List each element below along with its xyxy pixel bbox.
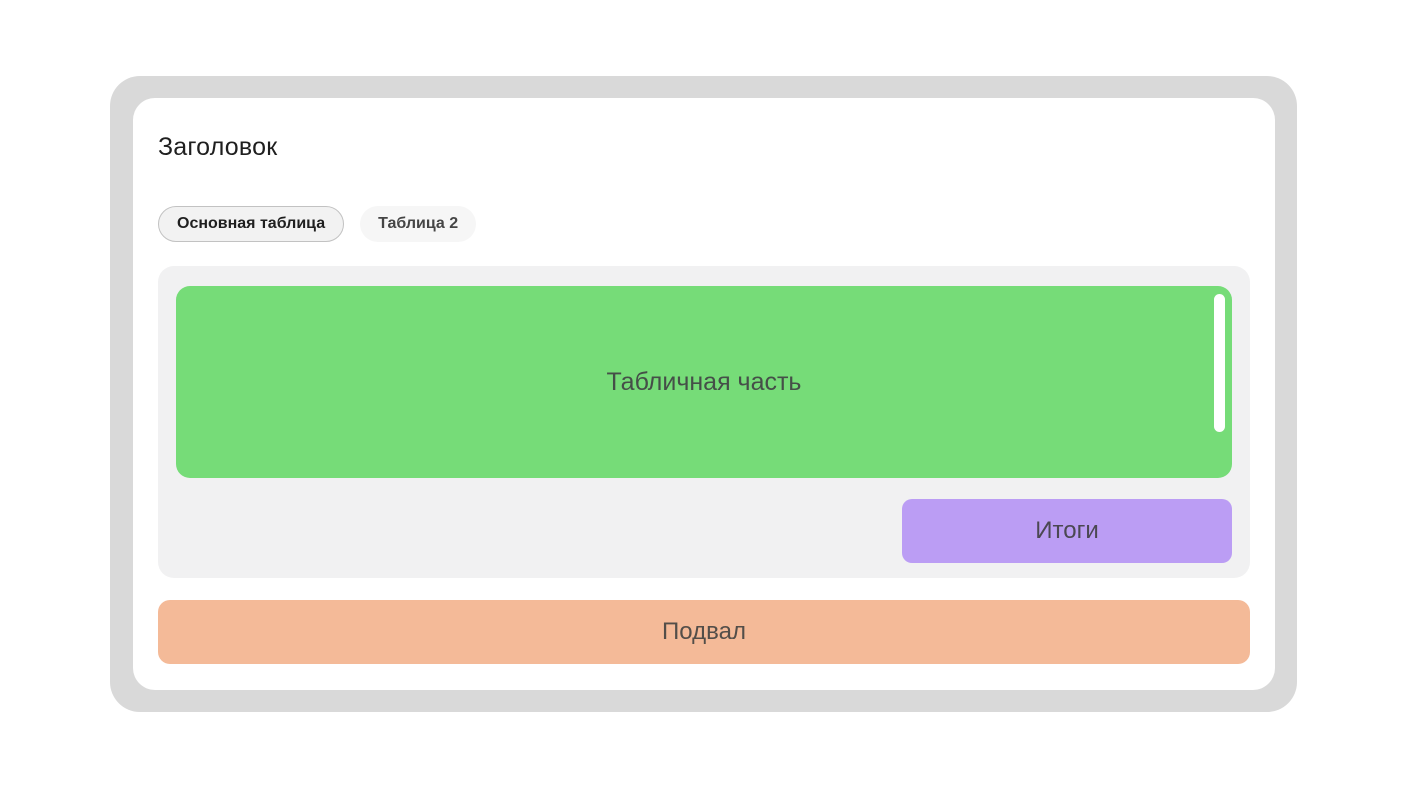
tab-table-2[interactable]: Таблица 2 <box>360 206 477 242</box>
table-section-panel: Табличная часть Итоги <box>158 266 1250 578</box>
form-window: Заголовок Основная таблица Таблица 2 Таб… <box>133 98 1275 690</box>
device-frame: Заголовок Основная таблица Таблица 2 Таб… <box>110 76 1297 712</box>
scrollbar-thumb[interactable] <box>1214 294 1225 432</box>
footer-label: Подвал <box>662 618 746 645</box>
tab-bar: Основная таблица Таблица 2 <box>158 206 477 242</box>
table-body-area: Табличная часть <box>176 286 1232 478</box>
table-body-label: Табличная часть <box>606 367 802 396</box>
totals-label: Итоги <box>1035 517 1099 544</box>
footer-area: Подвал <box>158 600 1250 664</box>
page-title: Заголовок <box>158 133 278 161</box>
tab-main-table[interactable]: Основная таблица <box>158 206 345 242</box>
totals-area: Итоги <box>902 499 1232 563</box>
